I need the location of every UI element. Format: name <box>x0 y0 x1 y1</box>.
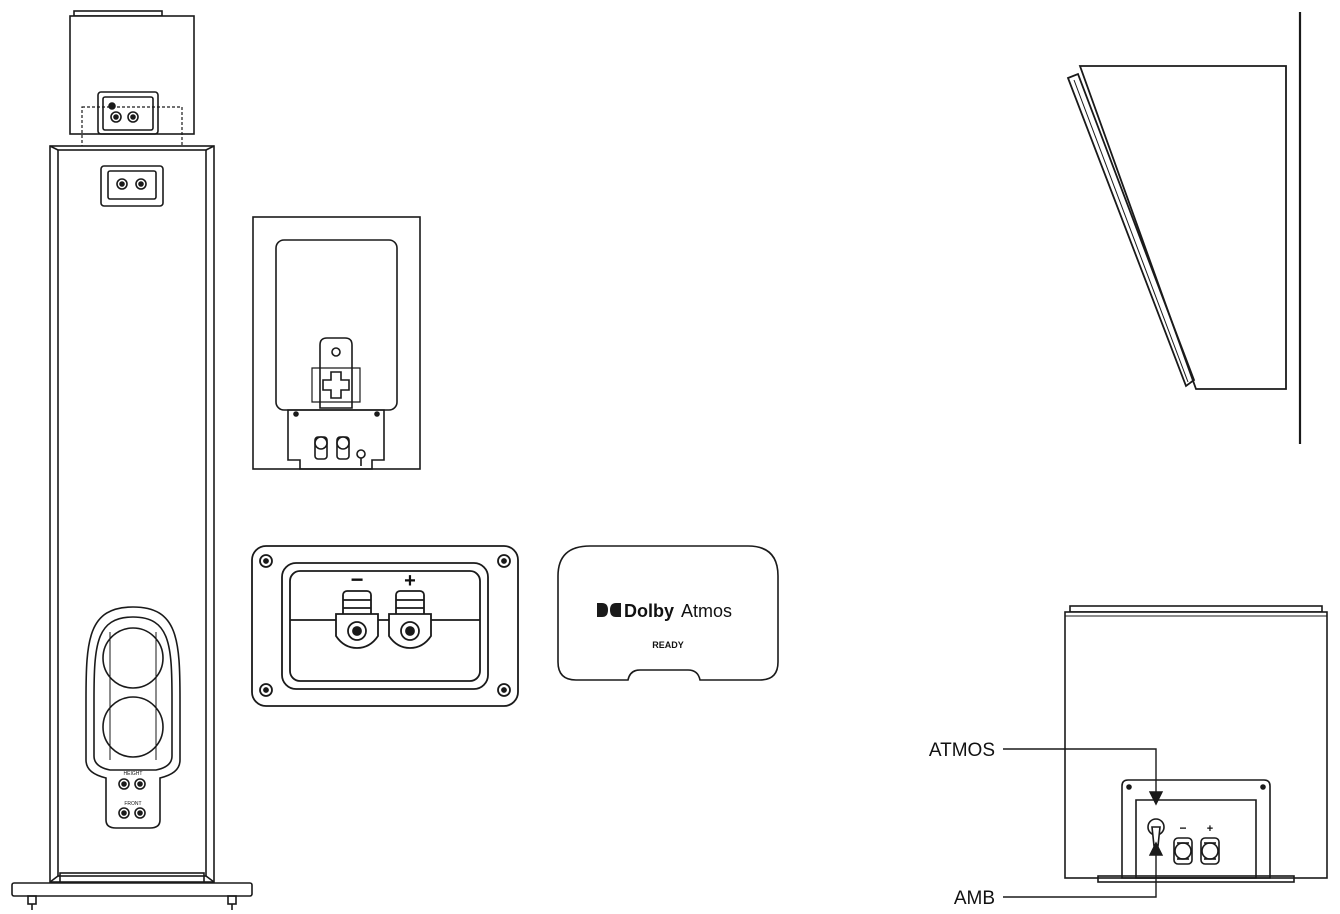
dolby-atmos-badge: Dolby Atmos READY <box>557 545 779 681</box>
rear-module <box>1064 605 1328 883</box>
tower-plinth <box>11 872 253 910</box>
tower-terminal-posts <box>118 778 146 819</box>
minus-binding-post <box>335 590 379 649</box>
dolby-ready-label: READY <box>652 640 684 650</box>
height-label: HEIGHT <box>124 771 143 777</box>
plus-label: + <box>404 570 416 592</box>
tower-cabinet <box>49 145 215 883</box>
dolby-brand-bold: Dolby <box>624 601 674 621</box>
dolby-logo-icon <box>597 603 621 617</box>
front-label: FRONT <box>124 801 141 807</box>
rear-plus-binding-post <box>1200 837 1220 865</box>
top-module <box>69 10 195 176</box>
atmos-callout <box>1003 748 1164 806</box>
rear-minus-label: − <box>1179 821 1186 835</box>
minus-label: − <box>351 567 364 592</box>
terminal-panel <box>251 545 519 707</box>
atmos-label: ATMOS <box>929 740 995 761</box>
bass-port-plate <box>85 606 181 829</box>
dolby-brand-light: Atmos <box>681 601 732 621</box>
bookshelf-speaker-rear <box>252 216 421 470</box>
rear-minus-binding-post <box>1173 837 1193 865</box>
rear-plus-label: + <box>1207 823 1213 835</box>
amb-label: AMB <box>954 888 995 909</box>
amb-callout <box>1003 841 1164 898</box>
wall-side-view <box>1066 12 1302 444</box>
tower-speaker <box>11 10 253 910</box>
plus-binding-post <box>388 590 432 649</box>
